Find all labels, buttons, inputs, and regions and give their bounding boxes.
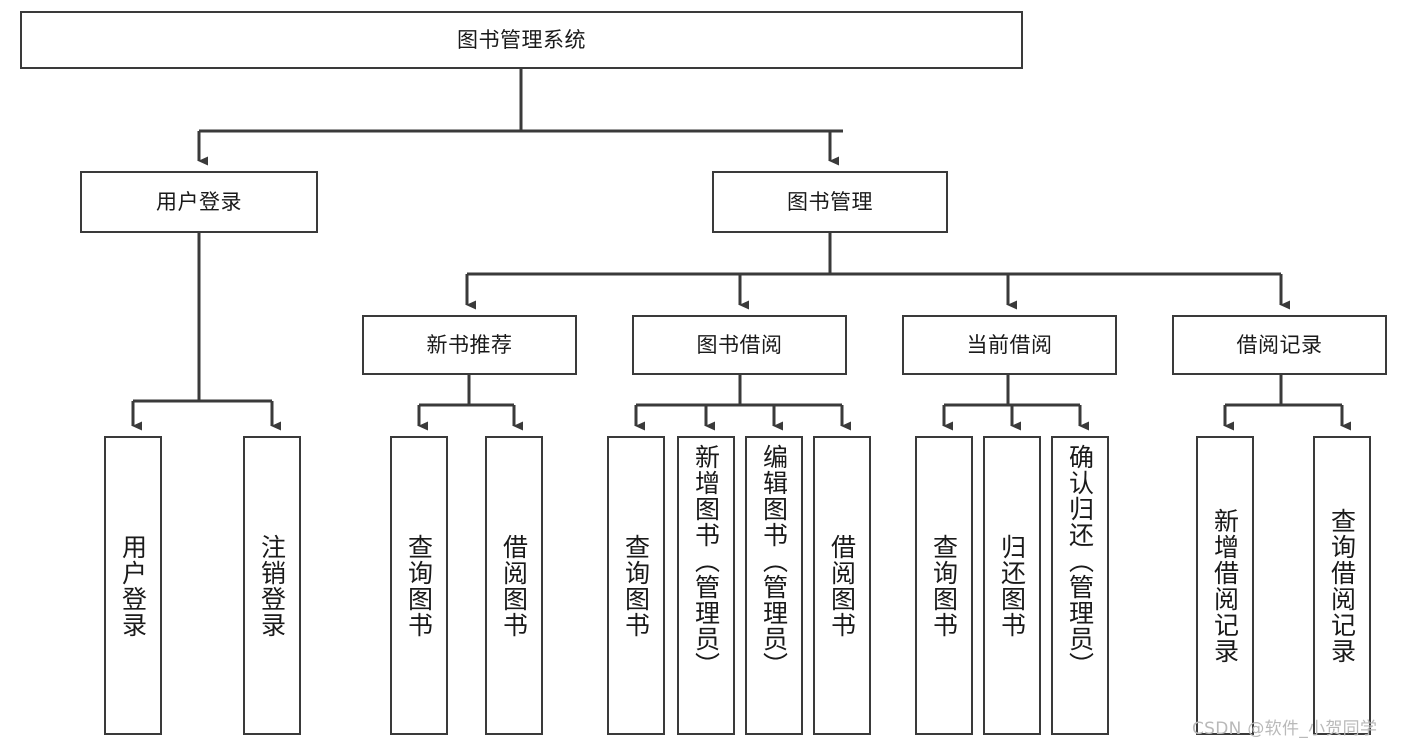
node-label: 查询图书 — [404, 533, 434, 638]
leaf-query-borrow-record[interactable]: 查询借阅记录 — [1313, 436, 1371, 735]
node-label: 查询图书 — [621, 533, 651, 638]
node-label: 注销登录 — [257, 533, 287, 638]
node-label: 新增图书（管理员） — [691, 444, 721, 678]
leaf-add-book-admin[interactable]: 新增图书（管理员） — [677, 436, 735, 735]
node-label: 图书管理 — [787, 189, 873, 214]
leaf-return-books[interactable]: 归还图书 — [983, 436, 1041, 735]
node-book-borrow[interactable]: 图书借阅 — [632, 315, 847, 375]
node-label: 用户登录 — [118, 533, 148, 638]
node-label: 图书管理系统 — [457, 27, 586, 52]
node-borrow-records[interactable]: 借阅记录 — [1172, 315, 1387, 375]
node-new-book-recommend[interactable]: 新书推荐 — [362, 315, 577, 375]
node-label: 借阅图书 — [499, 533, 529, 638]
node-label: 查询借阅记录 — [1327, 507, 1357, 664]
node-label: 归还图书 — [997, 533, 1027, 638]
leaf-add-borrow-record[interactable]: 新增借阅记录 — [1196, 436, 1254, 735]
leaf-logout[interactable]: 注销登录 — [243, 436, 301, 735]
node-book-management[interactable]: 图书管理 — [712, 171, 948, 233]
leaf-edit-book-admin[interactable]: 编辑图书（管理员） — [745, 436, 803, 735]
node-label: 查询图书 — [929, 533, 959, 638]
node-root[interactable]: 图书管理系统 — [20, 11, 1023, 69]
node-label: 新书推荐 — [426, 332, 513, 357]
node-label: 新增借阅记录 — [1210, 507, 1240, 664]
node-label: 借阅记录 — [1236, 332, 1323, 357]
node-label: 编辑图书（管理员） — [759, 444, 789, 678]
node-label: 图书借阅 — [696, 332, 783, 357]
node-label: 借阅图书 — [827, 533, 857, 638]
leaf-borrow-books-recommend[interactable]: 借阅图书 — [485, 436, 543, 735]
leaf-user-login[interactable]: 用户登录 — [104, 436, 162, 735]
node-label: 当前借阅 — [966, 332, 1053, 357]
node-label: 用户登录 — [156, 189, 242, 214]
leaf-query-books-borrow[interactable]: 查询图书 — [607, 436, 665, 735]
leaf-borrow-books[interactable]: 借阅图书 — [813, 436, 871, 735]
leaf-query-books-current[interactable]: 查询图书 — [915, 436, 973, 735]
leaf-query-books-recommend[interactable]: 查询图书 — [390, 436, 448, 735]
node-current-borrow[interactable]: 当前借阅 — [902, 315, 1117, 375]
leaf-confirm-return-admin[interactable]: 确认归还（管理员） — [1051, 436, 1109, 735]
node-user-login[interactable]: 用户登录 — [80, 171, 318, 233]
node-label: 确认归还（管理员） — [1065, 444, 1095, 678]
